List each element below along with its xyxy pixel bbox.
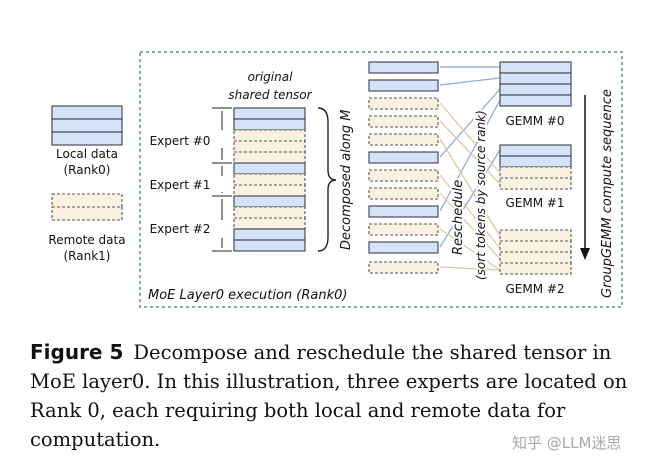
caption-label: Figure 5 [30, 340, 124, 364]
expert-label-0: Expert #0 [150, 134, 211, 148]
gemm-block-0 [499, 61, 572, 107]
brace-icon [317, 107, 337, 252]
gemm-block-2 [499, 229, 572, 275]
sequence-arrow-icon [580, 95, 590, 260]
reschedule-sublabel: (sort tokens by source rank) (sort token… [472, 108, 490, 282]
gemm-label-0: GEMM #0 [505, 114, 564, 128]
svg-text:Reschedule: Reschedule [451, 180, 466, 255]
decomposed-label: Decomposed along M [339, 109, 354, 250]
legend-remote [51, 193, 123, 221]
shared-tensor [233, 107, 306, 252]
caption-text: Decompose and reschedule the shared tens… [30, 341, 628, 451]
gemm-block-1 [499, 144, 572, 190]
tensor-title-line2: shared tensor [228, 88, 312, 102]
decomposed-tiles [368, 61, 439, 274]
svg-text:Reschedule: Reschedule [451, 180, 466, 255]
expert-dimensions [212, 107, 232, 252]
gemm-label-1: GEMM #1 [505, 196, 564, 210]
moe-figure: Local data (Rank0) Remote data (Rank1) o… [48, 51, 623, 308]
tensor-title-line1: original [248, 70, 294, 84]
frame-label: MoE Layer0 execution (Rank0) [148, 288, 347, 303]
legend-local [51, 105, 123, 146]
expert-label-2: Expert #2 [150, 222, 211, 236]
gemm-label-2: GEMM #2 [505, 282, 564, 296]
legend-local-label: Local data [56, 147, 118, 161]
legend-remote-label: Remote data [48, 233, 125, 247]
svg-text:(sort tokens by source rank): (sort tokens by source rank) [474, 110, 488, 280]
legend-remote-rank: (Rank1) [64, 249, 111, 263]
svg-text:(sort tokens by source rank): (sort tokens by source rank) [474, 110, 488, 280]
reschedule-label: Reschedule Reschedule [449, 178, 468, 257]
legend-local-rank: (Rank0) [64, 163, 111, 177]
watermark: 知乎 @LLM迷思 [512, 434, 622, 452]
sequence-label: GroupGEMM compute sequence [600, 89, 615, 298]
execution-frame [139, 51, 623, 308]
expert-label-1: Expert #1 [150, 178, 211, 192]
reschedule-arrows [439, 66, 501, 271]
